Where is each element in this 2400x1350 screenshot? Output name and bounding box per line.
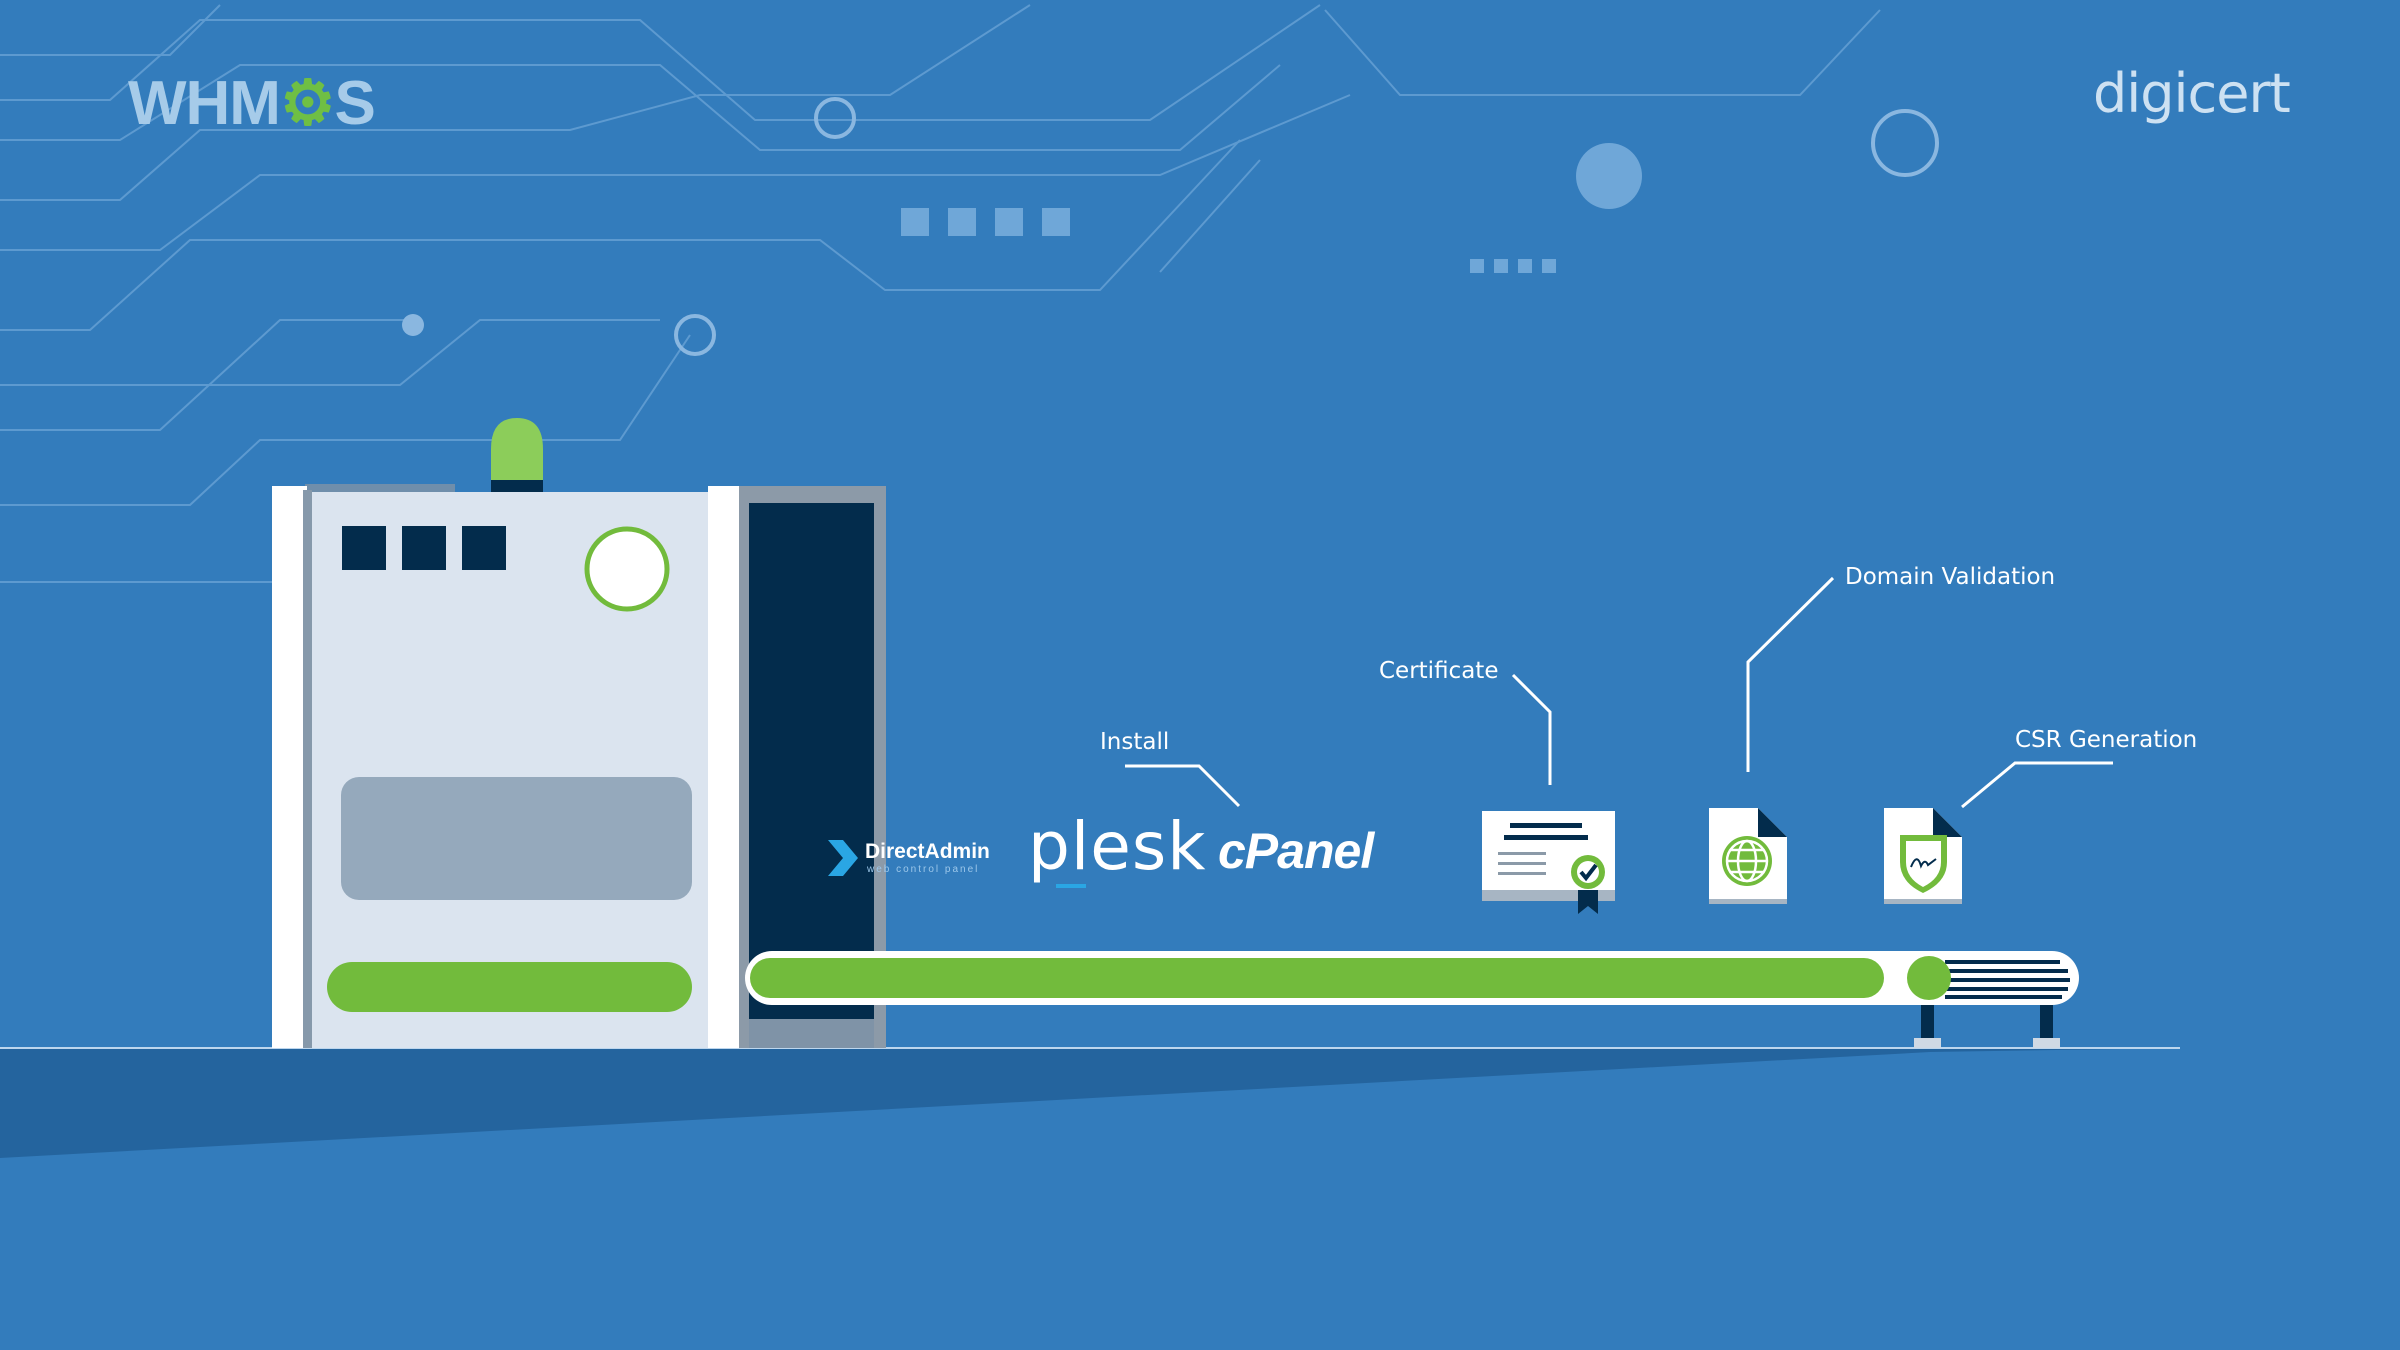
circuit-ring [814, 97, 856, 139]
circuit-ring [674, 314, 716, 356]
gear-icon: ⚙ [279, 69, 336, 138]
ground-shadow [0, 1048, 2180, 1158]
whmcs-logo-suffix: S [334, 69, 376, 138]
digicert-logo: digicert [2093, 62, 2291, 125]
whmcs-logo: WHM⚙S [128, 66, 376, 139]
label-csr-generation: CSR Generation [2015, 727, 2198, 753]
certificate-ribbon-icon [1482, 811, 1615, 914]
circuit-lines [0, 4, 1881, 583]
label-install: Install [1100, 729, 1170, 755]
label-certificate: Certificate [1379, 658, 1499, 684]
cpanel-logo: cPanel [1218, 823, 1374, 879]
plesk-accent [1056, 884, 1086, 888]
directadmin-tagline: web control panel [867, 864, 980, 875]
signed-shield-document-icon [1884, 808, 1962, 904]
plesk-logo: plesk [1028, 808, 1207, 885]
circuit-ring [1871, 109, 1939, 177]
circuit-node [402, 314, 424, 336]
leader-lines [1125, 576, 2113, 809]
whmcs-logo-prefix: WHM [128, 69, 281, 138]
conveyor-belt [745, 951, 2079, 1048]
chevron-right-icon [828, 840, 858, 876]
circuit-node [1576, 143, 1642, 209]
label-domain-validation: Domain Validation [1845, 564, 2056, 590]
directadmin-logo: DirectAdmin [865, 840, 990, 863]
globe-document-icon [1709, 808, 1787, 904]
dot-squares [901, 208, 1556, 273]
